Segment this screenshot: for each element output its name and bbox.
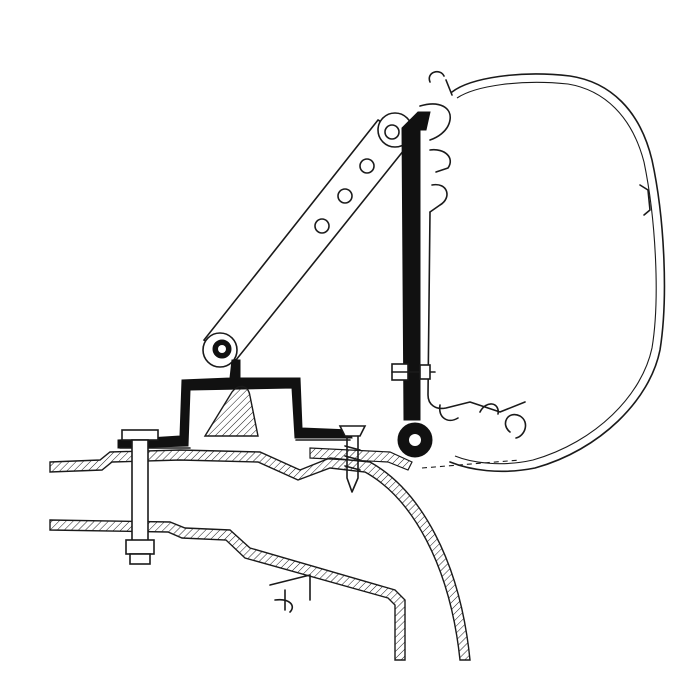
adjustable-arm (202, 112, 414, 368)
through-bolt (121, 429, 159, 565)
vertical-rail (391, 111, 436, 458)
arm-hole (359, 158, 375, 174)
awning-cassette (419, 70, 666, 473)
vehicle-roof (49, 447, 471, 661)
inner-panel (49, 519, 406, 661)
arm-hole (384, 124, 400, 140)
arm-hole (337, 188, 353, 204)
arm-hole (314, 218, 330, 234)
screw (338, 425, 367, 493)
mount-profile (117, 359, 353, 449)
